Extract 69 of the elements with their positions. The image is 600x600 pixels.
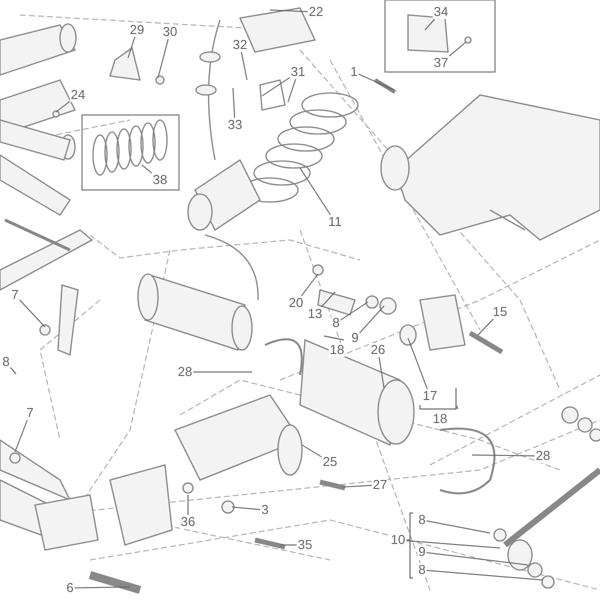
callout-number: 6 [65,581,75,595]
callout-number: 20 [288,296,304,310]
leader-line [378,356,384,388]
leader-line [10,367,16,374]
callout-number: 7 [25,406,35,420]
callout-number: 8 [331,316,341,330]
callout-number: 38 [152,173,168,187]
callout-number: 24 [70,88,86,102]
leader-line [424,18,436,30]
callout-number: 32 [232,38,248,52]
callout-number: 7 [10,288,20,302]
leader-line [240,52,248,80]
callout-number: 9 [417,545,427,559]
callout-number: 18 [328,343,346,357]
callout-number: 18 [432,412,448,426]
callout-number: 8 [1,355,11,369]
callout-number: 35 [296,538,314,552]
callout-number: 28 [534,449,552,463]
callout-number: 22 [308,5,324,19]
callout-number: 28 [176,365,194,379]
callout-number: 17 [422,389,438,403]
leader-line [288,78,296,102]
leader-line [340,302,368,320]
callout-number: 15 [492,305,508,319]
leader-line [128,36,136,58]
callout-number: 8 [417,563,427,577]
leader-line [74,586,130,588]
leader-line [300,274,318,296]
callout-number: 31 [290,65,306,79]
leader-line [142,164,152,174]
callout-number: 13 [306,307,324,321]
callout-number: 3 [260,503,270,517]
leader-line [478,318,494,336]
callout-number: 36 [180,515,196,529]
leader-line [448,42,466,57]
callout-number: 33 [226,118,244,132]
leader-line [158,38,169,78]
leader-line [56,100,70,112]
leader-line [302,444,322,458]
leader-line [280,544,298,546]
leader-line [358,74,394,90]
leader-line [320,292,336,308]
callout-number: 8 [417,513,427,527]
leader-line [300,168,331,216]
callout-number: 25 [322,455,338,469]
leader-line [426,552,528,566]
leader-line [359,306,384,334]
leader-line [426,570,544,580]
callout-number: 26 [370,343,386,357]
callout-number: 34 [432,5,450,19]
callout-number: 10 [390,533,406,547]
leader-line [232,88,236,118]
leader-line [14,420,28,452]
callout-number: 29 [128,23,146,37]
leader-line [408,338,428,390]
leader-line [232,506,261,510]
callout-number: 30 [162,25,178,39]
leader-line [19,299,46,328]
callout-number: 9 [350,331,360,345]
callout-number: 11 [327,215,343,229]
leader-line [342,484,372,488]
leader-line [270,10,308,12]
leader-line [406,540,500,548]
leader-line [426,520,490,534]
callout-number: 1 [349,65,359,79]
leader-line [472,454,536,456]
leader-line [262,77,290,96]
callout-number: 37 [432,56,450,70]
callout-number: 27 [372,478,388,492]
